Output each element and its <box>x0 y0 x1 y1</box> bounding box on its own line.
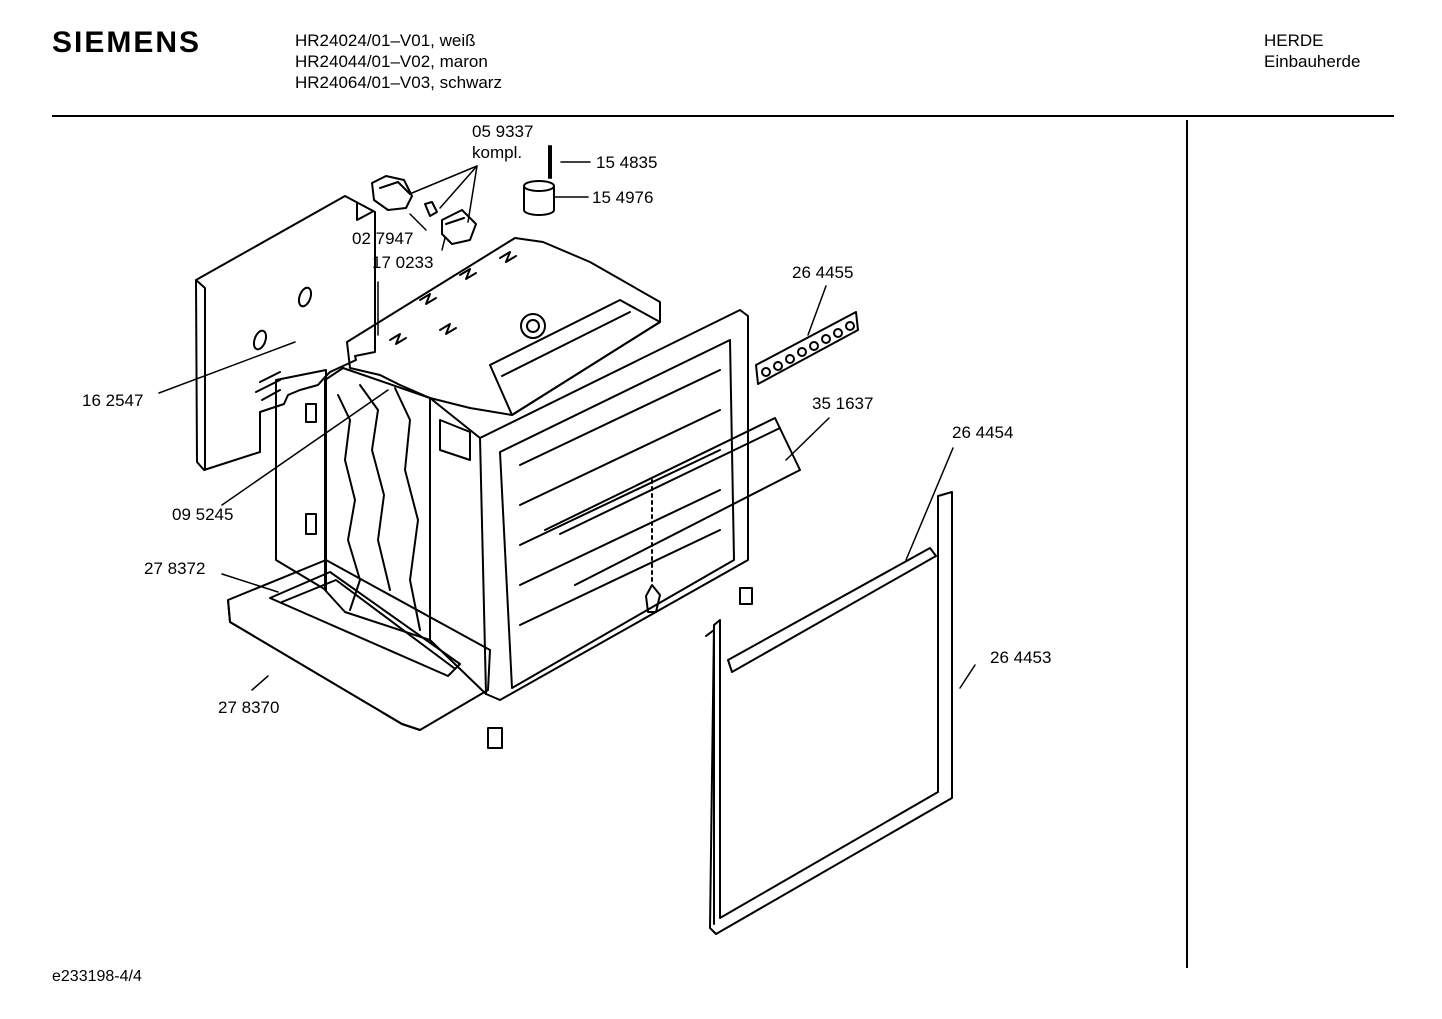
part-label-170233: 17 0233 <box>372 253 433 272</box>
seal-strip <box>755 311 859 385</box>
leader-lines <box>158 161 976 691</box>
brand-logo: SIEMENS <box>52 26 202 59</box>
rear-insulation-panel <box>195 195 376 471</box>
part-label-351637: 35 1637 <box>812 394 873 413</box>
part-label-162547: 16 2547 <box>82 391 143 410</box>
model-line: HR24024/01–V01, weiß <box>295 31 476 50</box>
part-label-264453: 26 4453 <box>990 648 1051 667</box>
drawing-id: e233198-4/4 <box>52 968 142 985</box>
part-label-264455: 26 4455 <box>792 263 853 282</box>
part-label-154835: 15 4835 <box>596 153 657 172</box>
bottom-pan <box>227 559 491 731</box>
pin-and-sleeve <box>523 145 555 216</box>
sensor-group <box>371 175 477 245</box>
category-block: HERDE Einbauherde <box>1264 30 1360 72</box>
part-label-154976: 15 4976 <box>592 188 653 207</box>
model-line: HR24044/01–V02, maron <box>295 52 488 71</box>
part-label-278372: 27 8372 <box>144 559 205 578</box>
part-label-264454: 26 4454 <box>952 423 1013 442</box>
part-label-278370: 27 8370 <box>218 698 279 717</box>
model-list: HR24024/01–V01, weiß HR24044/01–V02, mar… <box>295 30 502 93</box>
category-title: HERDE <box>1264 31 1324 50</box>
part-label-059337: 05 9337 <box>472 122 533 141</box>
header-divider <box>52 115 1394 117</box>
category-subtitle: Einbauherde <box>1264 52 1361 71</box>
right-column-divider <box>1186 120 1188 968</box>
part-label-027947: 02 7947 <box>352 229 413 248</box>
part-label-095245: 09 5245 <box>172 505 233 524</box>
door-seal-frame <box>705 491 953 935</box>
oven-rack <box>544 417 801 586</box>
model-line: HR24064/01–V03, schwarz <box>295 73 502 92</box>
mounting-bracket <box>255 369 327 591</box>
oven-cavity <box>324 237 753 749</box>
part-label-059337-note: kompl. <box>472 143 522 162</box>
